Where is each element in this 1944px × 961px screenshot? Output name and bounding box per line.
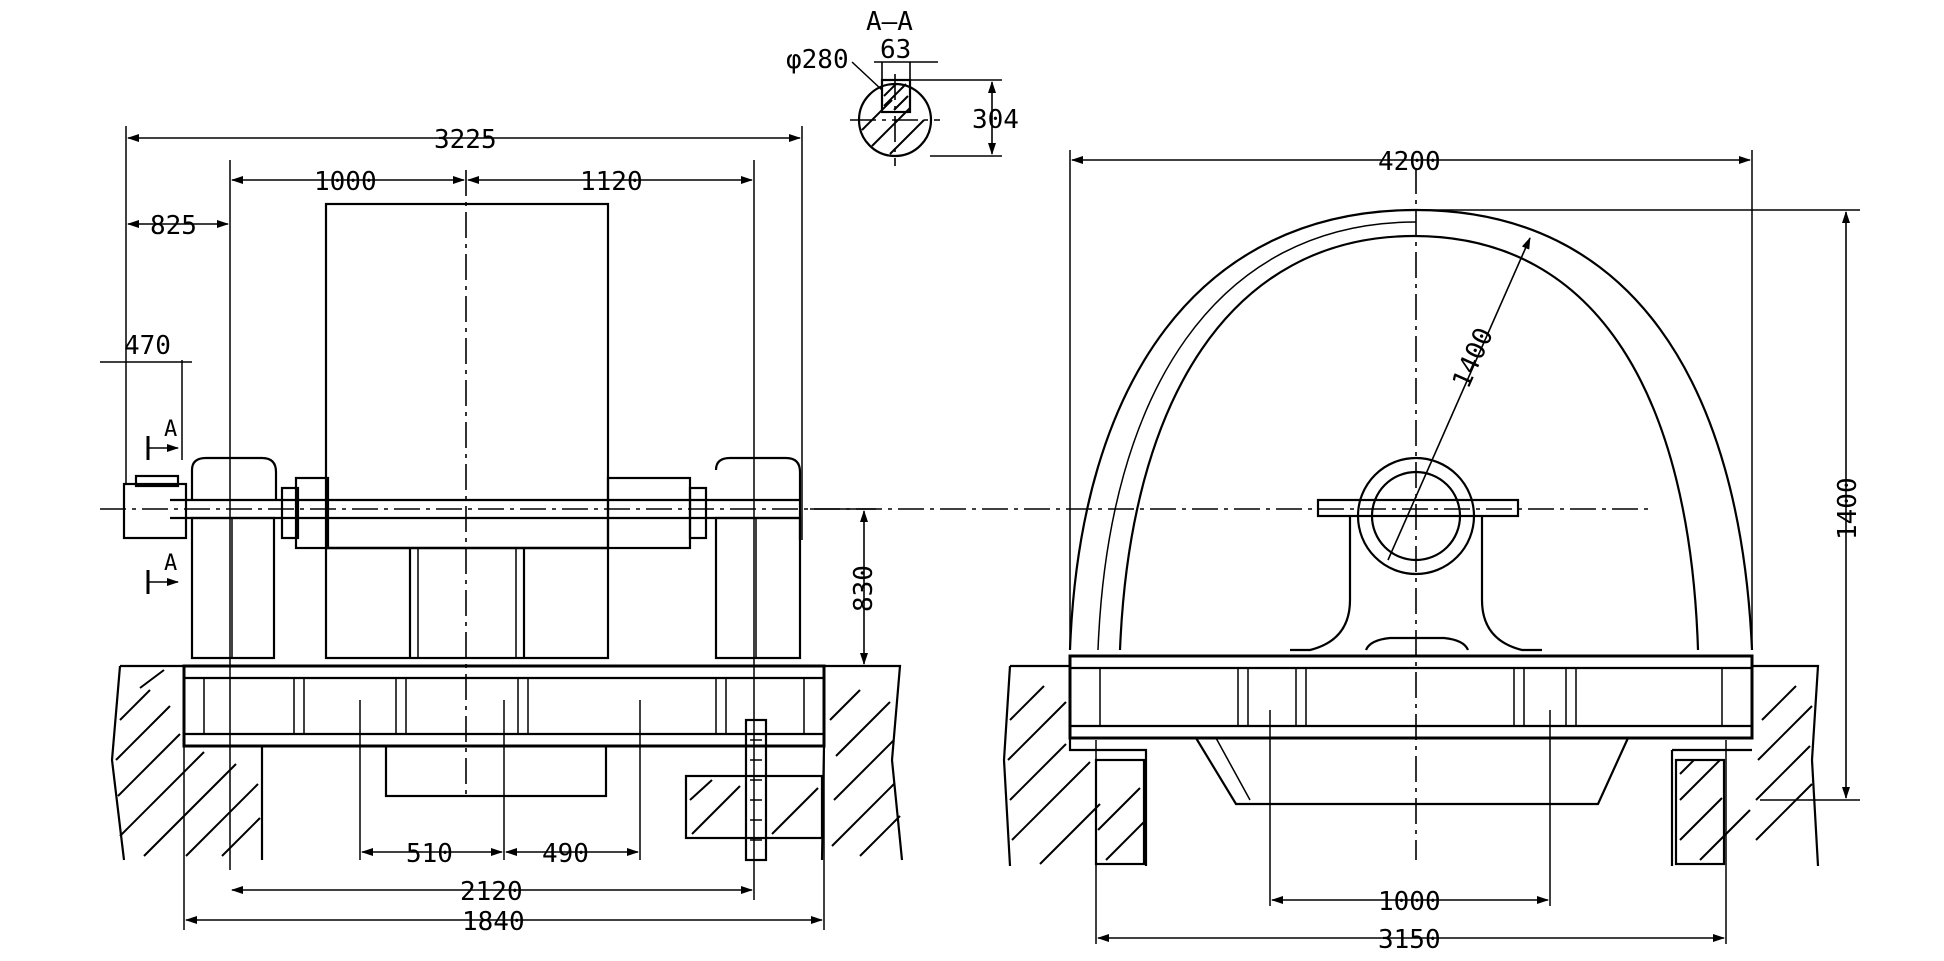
section-dia-label: φ280 <box>786 45 849 75</box>
anchor-bolt <box>744 718 768 862</box>
section-title: A—A <box>866 7 913 37</box>
dim-490: 490 <box>542 839 589 869</box>
right-hub <box>606 476 692 550</box>
outer-arch <box>1068 208 1754 651</box>
dim-height-830: 830 <box>849 565 879 612</box>
dim-overall-3225: 3225 <box>434 125 497 155</box>
dim-3150: 3150 <box>1378 925 1441 955</box>
dim-height-1400: 1400 <box>1833 477 1863 540</box>
pedestal-body <box>1290 516 1542 652</box>
left-coupling <box>122 482 188 540</box>
dim-right-1120: 1120 <box>580 167 643 197</box>
dim-2120: 2120 <box>460 877 523 907</box>
dim-510: 510 <box>406 839 453 869</box>
inner-arch <box>1118 234 1700 651</box>
side-right-foundation <box>1670 664 1820 867</box>
key-section <box>880 78 912 114</box>
right-foundation <box>820 664 904 861</box>
pedestal-flange <box>1316 498 1520 518</box>
section-width-label: 63 <box>880 35 911 65</box>
dim-1000-side: 1000 <box>1378 887 1441 917</box>
section-mark-bottom: A <box>164 551 177 576</box>
side-tank <box>1195 737 1630 806</box>
left-foundation <box>110 664 264 861</box>
dim-1840: 1840 <box>462 907 525 937</box>
section-a-a: A—A φ280 63 304 <box>786 7 1019 166</box>
dim-shaft-470: 470 <box>124 331 171 361</box>
dim-radius-1400: 1400 <box>1447 323 1500 392</box>
section-height-label: 304 <box>972 105 1019 135</box>
section-mark-top: A <box>164 417 177 442</box>
side-view: 4200 1400 1400 1000 3150 <box>1002 147 1863 955</box>
dim-overhang-825: 825 <box>150 211 197 241</box>
front-view: 3225 1000 1120 825 470 A A 830 510 490 2… <box>100 125 1650 937</box>
side-left-foundation <box>1002 664 1148 867</box>
right-bearing <box>714 456 802 540</box>
drum-body <box>324 202 610 550</box>
dim-4200: 4200 <box>1378 147 1441 177</box>
front-pit <box>384 744 608 798</box>
dim-left-1000: 1000 <box>314 167 377 197</box>
left-bearing <box>190 456 278 500</box>
drum-lower-box <box>324 546 610 660</box>
